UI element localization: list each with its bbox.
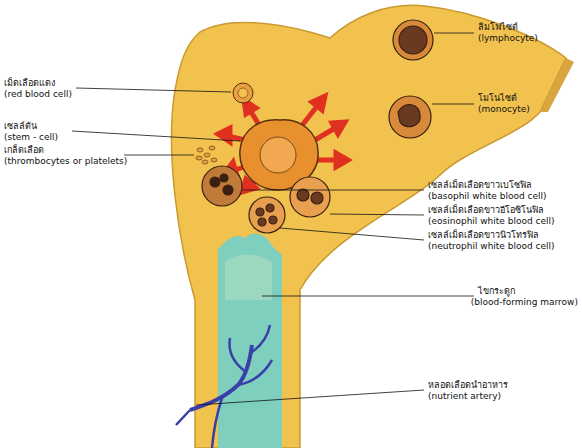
- label-text: ลิมโฟไซต์: [478, 22, 518, 33]
- platelets: [196, 146, 217, 164]
- rbc-center: [238, 88, 248, 98]
- artery-branches: [176, 325, 272, 448]
- label-text: เซลล์ต้น: [4, 121, 37, 132]
- label-text: เซลล์เม็ดเลือดขาวอีโอซิโนฟิล: [428, 205, 544, 216]
- label-text: หลอดเลือดนำอาหาร: [428, 380, 508, 391]
- label-text: ไขกระดูก: [478, 286, 515, 297]
- bone-outline: [172, 5, 566, 448]
- label-text: (thrombocytes or platelets): [4, 156, 127, 167]
- label-text: (eosinophil white blood cell): [428, 216, 555, 227]
- label-text: (basophil white blood cell): [428, 191, 547, 202]
- label-text: (neutrophil white blood cell): [428, 241, 555, 252]
- label-text: เม็ดเลือดแดง: [4, 78, 55, 89]
- label-text: (stem - cell): [4, 132, 58, 143]
- white-cells: [202, 20, 433, 233]
- bone-cut: [540, 58, 574, 112]
- label-text: เซลล์เม็ดเลือดขาวนิวโทรฟิล: [428, 230, 539, 241]
- red-blood-cell: [233, 83, 253, 103]
- label-text: (nutrient artery): [428, 391, 501, 402]
- label-text: (blood-forming marrow): [471, 297, 578, 308]
- label-text: (lymphocyte): [478, 33, 538, 44]
- label-text: เซลล์เม็ดเลือดขาวเบโซฟิล: [428, 180, 532, 191]
- label-text: (monocyte): [478, 104, 530, 115]
- label-text: โมโนไซต์: [478, 93, 517, 104]
- marrow-top: [225, 255, 272, 301]
- marrow: [218, 233, 282, 448]
- label-text: (red blood cell): [4, 89, 72, 100]
- stem-nucleus: [260, 137, 296, 173]
- leader-lines: [72, 33, 474, 405]
- label-text: เกล็ดเลือด: [4, 145, 44, 156]
